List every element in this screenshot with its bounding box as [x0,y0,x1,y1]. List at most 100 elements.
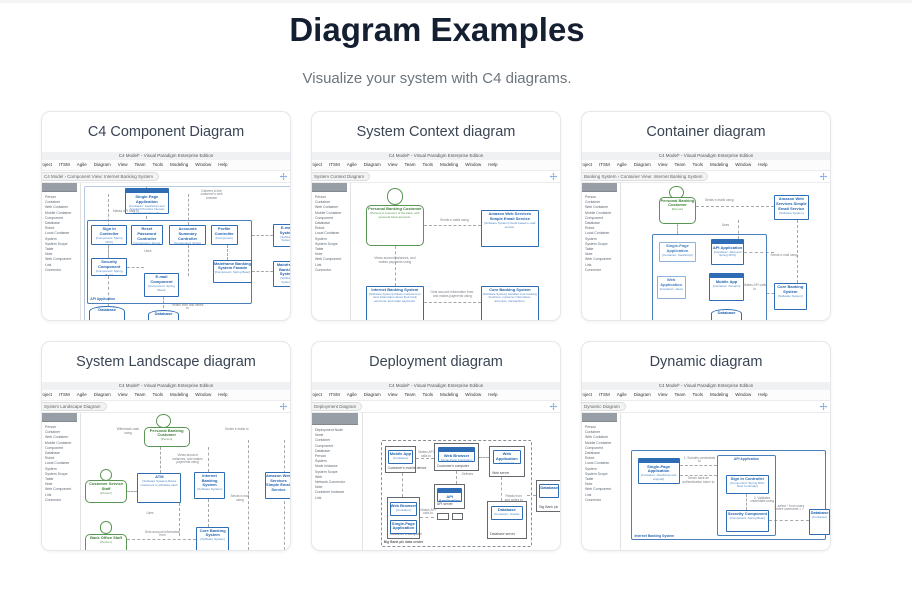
connector-line [179,503,181,537]
connector-line [227,244,229,260]
palette-item: Person [585,425,597,429]
connector-label: Uses [146,510,154,515]
connector-label: Sends e-mails using [440,217,469,222]
connector-line [252,235,274,237]
diagram-box: Mainframe Banking System[Software System… [273,261,290,288]
palette-item: System Scope [315,241,338,246]
palette-item: Web Component [585,487,612,492]
palette-item: System Scope [45,241,68,246]
menu-item: Help [218,392,228,397]
palette-item: Deployment Node [315,428,344,432]
app-screenshot: C4 Model* - Visual Paradigm Enterprise E… [42,152,290,320]
connector-label: Sends back an authentication token to [682,476,715,484]
example-card-container-diagram[interactable]: Container diagram C4 Model* - Visual Par… [581,111,831,321]
palette-item: Node [315,433,324,438]
palette-item: Table [585,247,594,252]
page-top-strip [0,0,912,3]
menu-item: Tools [692,392,704,397]
examples-grid: C4 Component Diagram C4 Model* - Visual … [41,111,833,581]
diagram-box: Database[Container: Oracle] [491,506,523,520]
connector-line [208,499,210,527]
window-title: C4 Model* - Visual Paradigm Enterprise E… [42,152,290,160]
page-subtitle: Visualize your system with C4 diagrams. [302,70,572,87]
menu-item: Diagram [363,392,381,397]
palette-item: Robot [585,226,595,231]
connector-label: Reads from and writes to [171,302,204,311]
window-title: C4 Model* - Visual Paradigm Enterprise E… [312,382,560,390]
connector-line [796,219,798,283]
connector-label: Gets account information from, and makes… [430,290,475,298]
window-title: C4 Model* - Visual Paradigm Enterprise E… [582,152,830,160]
person-icon [386,188,404,205]
menu-item: Window [735,392,752,397]
menu-item: Agile [616,162,627,167]
palette-item: Person [45,195,57,199]
connector-line [126,539,196,541]
example-card-system-context-diagram[interactable]: System Context diagram C4 Model* - Visua… [311,111,561,321]
palette-item: Web Component [315,257,342,262]
diagram-box: Internet Banking System[Software System]… [365,285,425,320]
connector-label: 1. Submits credentials to [683,455,716,464]
example-card-system-landscape-diagram[interactable]: System Landscape diagram C4 Model* - Vis… [41,341,291,551]
palette-item: Person [585,195,597,199]
palette-item: Database [585,451,600,456]
breadcrumb: Banking System › Container View: Interne… [582,172,709,181]
connector-line [187,193,189,226]
boundary-box [84,185,290,320]
connector-label: Makes API calls to [743,283,767,291]
palette-item: Container Instance [315,490,345,495]
diagram-box: Core Banking System[Software System] Han… [480,285,540,320]
card-title: Deployment diagram [369,354,503,370]
pan-icon [550,173,557,180]
menu-item: View [387,162,398,167]
palette-item: Local Container [585,461,610,466]
panel-header [582,183,617,192]
connector-line [677,224,679,234]
breadcrumb-bar: Banking System › Container View: Interne… [582,171,830,182]
palette-item: System Scope [585,241,608,246]
palette-item: Local Container [45,231,70,236]
example-card-deployment-diagram[interactable]: Deployment diagram C4 Model* - Visual Pa… [311,341,561,551]
connector-line [746,493,748,511]
palette-item: System [585,466,597,471]
diagram-box: Amazon Web Services Simple Email Service… [773,195,810,220]
palette-item: Mobile Container [315,210,342,215]
card-title: System Landscape diagram [76,354,256,370]
palette-item: Database [45,221,60,226]
palette-item: Note [585,482,593,487]
diagram-box: Personal Banking Customer[Person] A cust… [365,204,425,246]
diagram-box: Database [539,484,559,498]
palette-item: Local Container [585,231,610,236]
palette-item: Person [315,454,327,459]
menu-item: Team [404,392,416,397]
diagram-box: Accounts Summary Controller[Component: S… [168,225,207,245]
palette-item: Container [585,430,601,435]
boundary-box: Internet Banking System [631,449,826,541]
menu-item: Help [218,162,228,167]
app-screenshot: C4 Model* - Visual Paradigm Enterprise E… [42,382,290,550]
palette-item: Link [585,492,592,497]
menu-item: Tools [152,392,164,397]
connector-line [420,517,434,519]
deployment-node [436,513,449,520]
menu-item: Window [465,392,482,397]
breadcrumb: System Landscape Diagram [42,402,107,411]
menu-item: Diagram [633,392,651,397]
palette-item: Table [315,247,324,252]
panel-header [42,413,77,422]
palette-item: Robot [315,226,325,231]
diagram-box: E-mail Component[Component: Spring Bean] [143,273,180,297]
connector-line [208,447,210,472]
diagram-box: Mobile App[Container] [387,449,414,464]
example-card-dynamic-diagram[interactable]: Dynamic diagram C4 Model* - Visual Parad… [581,341,831,551]
menu-item: Help [488,392,498,397]
app-screenshot: C4 Model* - Visual Paradigm Enterprise E… [312,152,560,320]
example-card-c4-component-diagram[interactable]: C4 Component Diagram C4 Model* - Visual … [41,111,291,321]
diagram-box: Sign In Controller[Component: Spring MVC… [91,225,127,245]
connector-label: Makes API calls to [420,507,436,516]
